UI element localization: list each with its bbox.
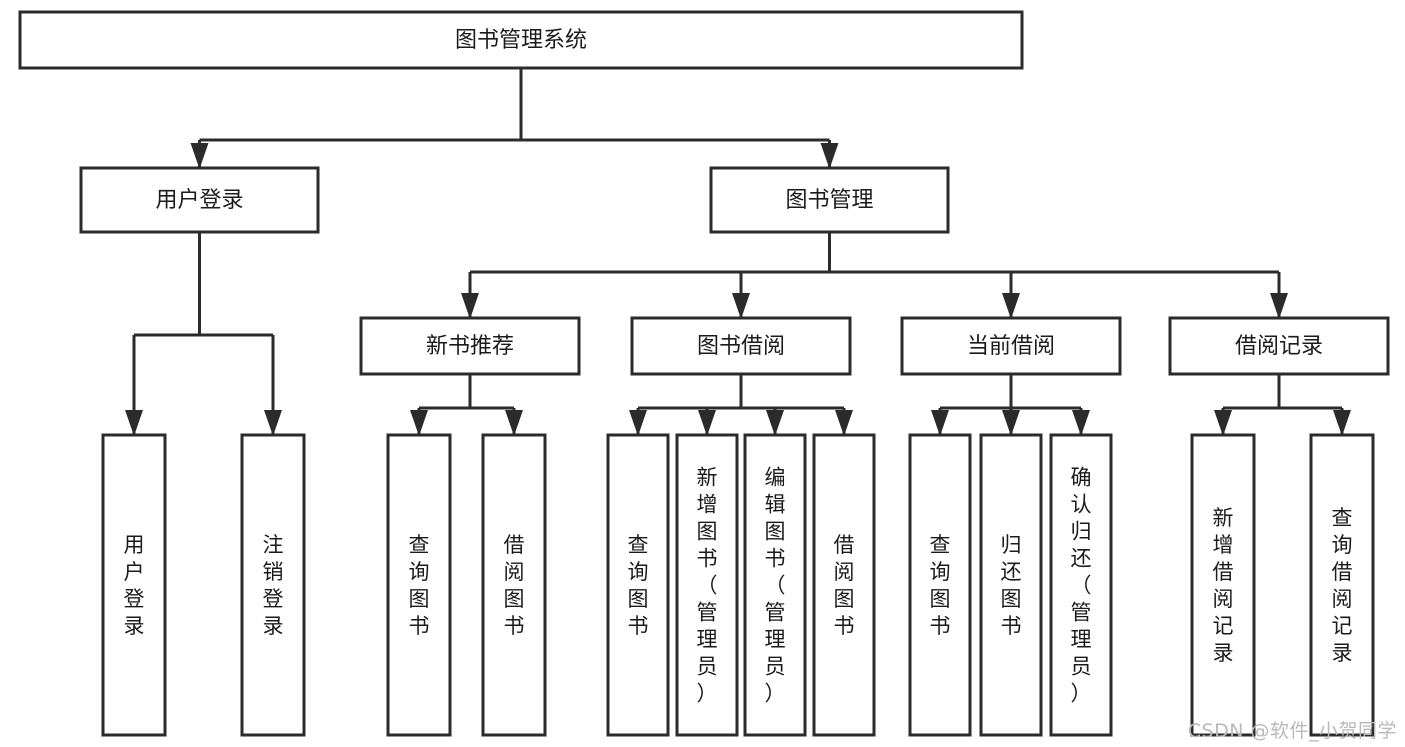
node-label-leaf-borrow-book-2: 借阅图书 [834, 533, 855, 638]
arrow-head-icon [190, 143, 209, 169]
node-box-user-login[interactable] [79, 166, 320, 234]
node-label-leaf-return-book: 归还图书 [1001, 533, 1022, 638]
arrow-head-icon [1270, 293, 1288, 319]
node-box-leaf-add-record[interactable] [1190, 433, 1256, 737]
arrow-head-icon [1002, 410, 1020, 436]
node-label-book-manage: 图书管理 [785, 188, 873, 213]
node-box-leaf-query-book-1[interactable] [386, 433, 452, 737]
node-box-leaf-confirm-return[interactable] [1049, 433, 1113, 737]
node-label-leaf-add-book: 新增图书（管理员） [697, 466, 718, 706]
node-box-leaf-borrow-book-2[interactable] [812, 433, 876, 737]
node-box-borrow-record[interactable] [1168, 316, 1390, 376]
node-box-leaf-user-logout[interactable] [240, 433, 306, 737]
arrow-head-icon [766, 410, 784, 436]
node-box-new-book-recommend[interactable] [359, 316, 581, 376]
arrow-head-icon [1002, 293, 1020, 319]
node-label-leaf-edit-book: 编辑图书（管理员） [765, 466, 786, 706]
arrow-head-icon [125, 410, 143, 436]
arrow-head-icon [820, 143, 839, 169]
node-box-leaf-return-book[interactable] [979, 433, 1043, 737]
arrow-head-icon [629, 410, 647, 436]
node-box-leaf-query-record[interactable] [1309, 433, 1375, 737]
arrow-head-icon [264, 410, 282, 436]
arrow-head-icon [931, 410, 949, 436]
node-label-current-borrow: 当前借阅 [967, 334, 1055, 359]
node-box-leaf-borrow-book-1[interactable] [481, 433, 547, 737]
arrow-head-icon [461, 293, 479, 319]
node-label-leaf-query-book-2: 查询图书 [628, 533, 649, 638]
arrow-head-icon [1072, 410, 1090, 436]
arrow-head-icon [698, 410, 716, 436]
node-box-root[interactable] [18, 10, 1024, 70]
node-label-leaf-query-book-1: 查询图书 [409, 533, 430, 638]
arrow-head-icon [1333, 410, 1351, 436]
arrow-head-icon [410, 410, 428, 436]
node-label-leaf-confirm-return: 确认归还（管理员） [1071, 466, 1092, 706]
node-label-borrow-record: 借阅记录 [1235, 334, 1323, 359]
node-box-leaf-query-book-2[interactable] [606, 433, 670, 737]
node-box-book-manage[interactable] [709, 166, 950, 234]
node-label-leaf-query-book-3: 查询图书 [930, 533, 951, 638]
node-box-leaf-edit-book[interactable] [743, 433, 807, 737]
node-label-new-book-recommend: 新书推荐 [426, 334, 514, 359]
node-box-leaf-add-book[interactable] [675, 433, 739, 737]
node-label-leaf-add-record: 新增借阅记录 [1213, 506, 1234, 665]
node-label-leaf-user-login: 用户登录 [124, 533, 145, 638]
arrow-head-icon [835, 410, 853, 436]
node-label-user-login: 用户登录 [155, 188, 243, 213]
node-box-leaf-query-book-3[interactable] [908, 433, 972, 737]
arrow-head-icon [1214, 410, 1232, 436]
arrow-head-icon [732, 293, 750, 319]
node-label-leaf-borrow-book-1: 借阅图书 [504, 533, 525, 638]
node-label-leaf-user-logout: 注销登录 [263, 533, 284, 638]
arrow-head-icon [505, 410, 523, 436]
node-box-current-borrow[interactable] [900, 316, 1122, 376]
node-label-root: 图书管理系统 [455, 28, 587, 53]
node-label-leaf-query-record: 查询借阅记录 [1332, 506, 1353, 665]
node-box-book-borrow[interactable] [630, 316, 852, 376]
node-box-leaf-user-login[interactable] [101, 433, 167, 737]
node-label-book-borrow: 图书借阅 [697, 334, 785, 359]
